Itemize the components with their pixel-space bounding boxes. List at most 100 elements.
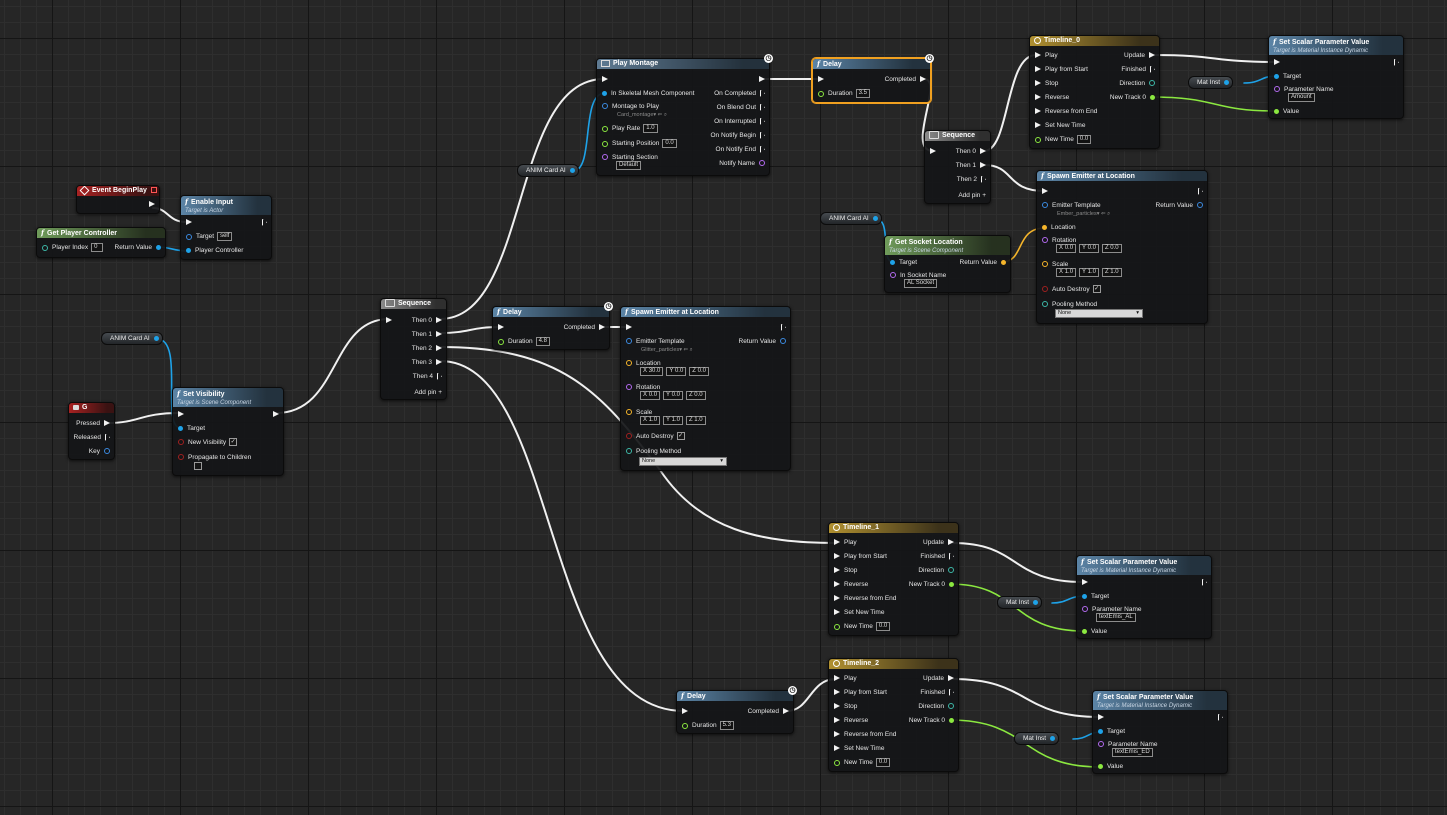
rotation-x-field[interactable]: X 0.0 [1056, 244, 1077, 253]
target-value[interactable]: self [217, 232, 233, 241]
play-pin[interactable]: Play [834, 674, 857, 683]
then2-pin[interactable]: Then 2 [412, 344, 442, 353]
pressed-pin[interactable]: Pressed [76, 419, 110, 428]
value-pin[interactable]: Value [1082, 627, 1107, 636]
emitter-template-pin[interactable]: Emitter Template [1042, 201, 1101, 210]
parameter-name-value[interactable]: Amount [1288, 93, 1315, 102]
notify-name-pin[interactable]: Notify Name [719, 159, 765, 168]
stop-pin[interactable]: Stop [834, 702, 857, 711]
pooling-method-pin[interactable]: Pooling Method [1042, 300, 1097, 309]
target-pin[interactable]: Target [178, 424, 205, 433]
auto-destroy-checkbox[interactable]: ✓ [1092, 285, 1101, 294]
propagate-checkbox[interactable] [194, 462, 202, 471]
add-pin-button[interactable]: Add pin + [958, 191, 986, 200]
mat-inst-variable[interactable]: Mat Inst [1188, 76, 1234, 89]
play-from-start-pin[interactable]: Play from Start [834, 552, 887, 561]
rotation-z-field[interactable]: Z 0.0 [685, 391, 706, 400]
exec-out-pin[interactable] [1214, 713, 1223, 722]
then0-pin[interactable]: Then 0 [956, 147, 986, 156]
finished-pin[interactable]: Finished [1121, 65, 1155, 74]
duration-value[interactable]: 5.3 [719, 721, 734, 730]
return-value-pin[interactable]: Return Value [739, 337, 786, 346]
exec-out-pin[interactable] [145, 200, 155, 209]
on-blend-out-pin[interactable]: On Blend Out [717, 103, 765, 112]
new-time-value[interactable]: 0.0 [1076, 135, 1092, 144]
mat-inst-variable[interactable]: Mat Inst [1014, 732, 1060, 745]
pooling-method-dropdown[interactable]: None [639, 457, 727, 466]
event-beginplay-node[interactable]: Event BeginPlay [76, 185, 160, 214]
value-pin[interactable]: Value [1098, 762, 1123, 771]
in-skeletal-mesh-pin[interactable]: In Skeletal Mesh Component [602, 89, 694, 98]
auto-destroy-checkbox[interactable]: ✓ [676, 432, 685, 441]
anim-card-variable[interactable]: ANIM Card AI [101, 332, 163, 345]
timeline0-node[interactable]: Timeline_0 Play Play from Start Stop Rev… [1029, 35, 1160, 149]
exec-in-pin[interactable] [386, 316, 396, 325]
then1-pin[interactable]: Then 1 [412, 330, 442, 339]
set-new-time-pin[interactable]: Set New Time [834, 608, 884, 617]
rotation-x-field[interactable]: X 0.0 [640, 391, 661, 400]
reverse-pin[interactable]: Reverse [834, 716, 868, 725]
exec-out-pin[interactable] [777, 323, 786, 332]
direction-pin[interactable]: Direction [918, 702, 954, 711]
duration-value[interactable]: 3.5 [855, 89, 870, 98]
return-value-pin[interactable]: Return Value [1156, 201, 1203, 210]
sequence-main-node[interactable]: Sequence Then 0 Then 1 Then 2 Then 3 The… [380, 298, 447, 400]
target-pin[interactable]: Target [1274, 72, 1301, 81]
exec-in-pin[interactable] [930, 147, 940, 156]
target-pin[interactable]: Target [890, 258, 917, 267]
scale-y-field[interactable]: Y 1.0 [1079, 268, 1099, 277]
new-track-pin[interactable]: New Track 0 [909, 716, 954, 725]
rotation-y-field[interactable]: Y 0.0 [1079, 244, 1099, 253]
value-pin[interactable]: Value [1274, 107, 1299, 116]
set-new-time-pin[interactable]: Set New Time [1035, 121, 1085, 130]
then1-pin[interactable]: Then 1 [956, 161, 986, 170]
add-pin-button[interactable]: Add pin + [414, 388, 442, 397]
update-pin[interactable]: Update [923, 674, 954, 683]
on-completed-pin[interactable]: On Completed [714, 89, 765, 98]
new-visibility-pin[interactable]: New Visibility✓ [178, 438, 238, 447]
target-pin[interactable]: Target [1098, 727, 1125, 736]
direction-pin[interactable]: Direction [918, 566, 954, 575]
rotation-z-field[interactable]: Z 0.0 [1101, 244, 1122, 253]
pooling-method-pin[interactable]: Pooling Method [626, 447, 681, 456]
pooling-method-dropdown[interactable]: None [1055, 309, 1143, 318]
exec-in-pin[interactable] [178, 410, 188, 419]
play-rate-value[interactable]: 1.0 [643, 124, 658, 133]
play-pin[interactable]: Play [834, 538, 857, 547]
completed-pin[interactable]: Completed [748, 707, 789, 716]
play-from-start-pin[interactable]: Play from Start [1035, 65, 1088, 74]
location-pin[interactable]: Location [1042, 223, 1076, 232]
scale-z-field[interactable]: Z 1.0 [1101, 268, 1122, 277]
exec-in-pin[interactable] [186, 218, 196, 227]
reverse-from-end-pin[interactable]: Reverse from End [834, 594, 896, 603]
timeline1-node[interactable]: Timeline_1 Play Play from Start Stop Rev… [828, 522, 959, 636]
reverse-from-end-pin[interactable]: Reverse from End [1035, 107, 1097, 116]
location-y-field[interactable]: Y 0.0 [666, 367, 687, 376]
reverse-pin[interactable]: Reverse [1035, 93, 1069, 102]
new-time-value[interactable]: 0.0 [875, 758, 891, 767]
starting-section-value[interactable]: Default [616, 161, 642, 170]
exec-out-pin[interactable] [258, 218, 267, 227]
on-notify-end-pin[interactable]: On Notify End [716, 145, 765, 154]
reverse-from-end-pin[interactable]: Reverse from End [834, 730, 896, 739]
location-z-field[interactable]: Z 0.0 [689, 367, 709, 376]
scale-z-field[interactable]: Z 1.0 [685, 416, 706, 425]
completed-pin[interactable]: Completed [564, 323, 605, 332]
location-x-field[interactable]: X 30.0 [640, 367, 664, 376]
